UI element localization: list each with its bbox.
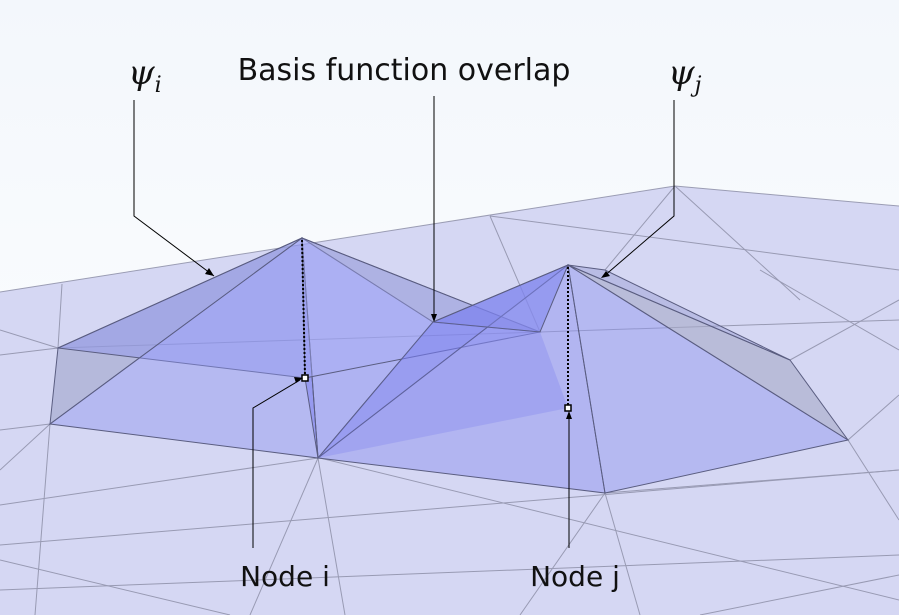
node-i-leader (252, 379, 301, 548)
psi-j-symbol: ψ (668, 53, 695, 93)
node-i-height-line (301, 239, 306, 377)
node-i-label: Node i (240, 560, 330, 593)
overlap-region (318, 322, 568, 458)
psi-j-label: ψj (668, 53, 702, 98)
node-j-label: Node j (530, 560, 620, 593)
basis-function-j-pyramid (316, 263, 850, 494)
leader-arrowheads (205, 268, 610, 419)
node-j-marker (564, 404, 572, 412)
psi-i-label: ψi (128, 53, 162, 98)
psi-i-leader (133, 100, 215, 277)
leader-lines (133, 96, 675, 548)
psi-i-symbol: ψ (128, 53, 155, 93)
overlap-label: Basis function overlap (238, 53, 571, 88)
psi-i-subscript: i (155, 73, 162, 98)
psi-j-leader (602, 100, 675, 278)
